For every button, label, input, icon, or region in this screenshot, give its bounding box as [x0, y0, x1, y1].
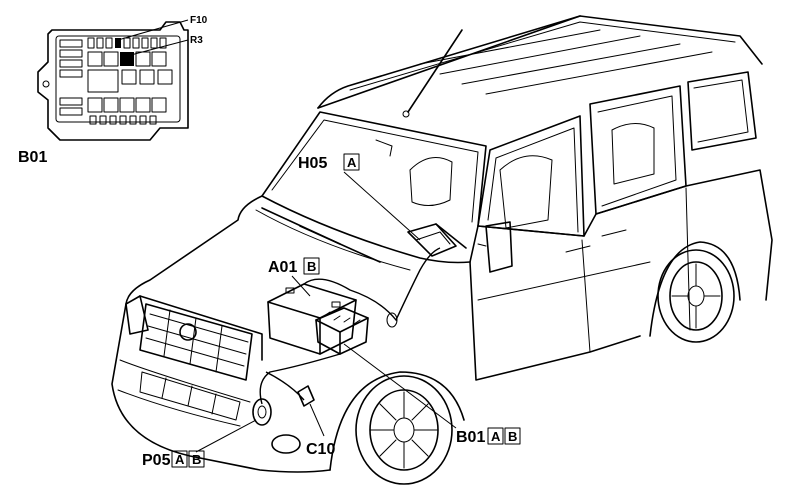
ref-box-b: B: [508, 429, 517, 444]
ref-box-b: B: [307, 259, 316, 274]
ref-box-a: A: [491, 429, 501, 444]
horn-component: [252, 398, 272, 426]
fuse-label-f10: F10: [190, 15, 208, 26]
fuse-slots: [42, 37, 173, 125]
callout-p05: P05 A B: [142, 419, 257, 469]
fuse-label-r3: R3: [190, 35, 203, 46]
callout-b01: B01 A B: [343, 343, 521, 446]
callout-code: H05: [298, 155, 327, 172]
callout-c10: C10: [306, 403, 335, 458]
inset-title: B01: [18, 149, 47, 166]
ref-box-b: B: [192, 452, 201, 467]
ref-box-a: A: [175, 452, 185, 467]
callout-code: B01: [456, 429, 485, 446]
callout-h05: H05 A: [298, 153, 421, 241]
battery-component: [267, 283, 357, 355]
ref-box-a: A: [347, 155, 357, 170]
callout-code: A01: [268, 259, 297, 276]
callout-code: P05: [142, 452, 171, 469]
callout-a01: A01 B: [268, 257, 320, 297]
front-wheel: [355, 375, 453, 485]
vehicle-drawing: [111, 15, 773, 485]
rear-wheel: [657, 249, 735, 343]
engine-fuse-box: [315, 307, 369, 355]
steering-column-switch: [407, 223, 467, 257]
callout-code: C10: [306, 441, 335, 458]
wiring-harness: [303, 247, 441, 322]
sensor-c10: [297, 385, 315, 407]
fuse-box-inset: F10 R3 B01: [18, 15, 208, 166]
